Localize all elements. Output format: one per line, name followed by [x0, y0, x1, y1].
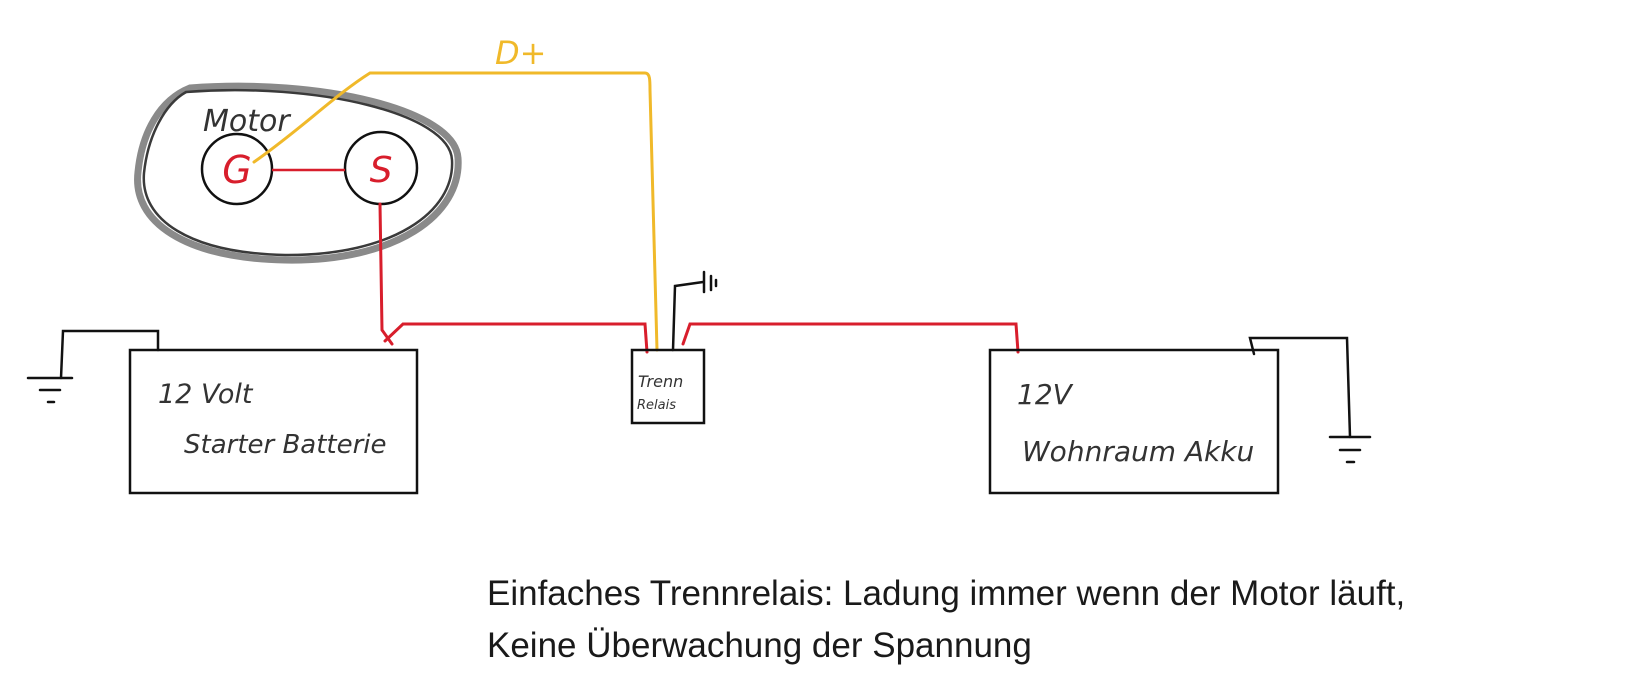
starter-battery	[128, 348, 419, 495]
relay-label-line1: Trenn	[638, 372, 683, 391]
generator-label: G	[222, 148, 251, 192]
house-battery-voltage: 12V	[1017, 378, 1074, 411]
motor-label: Motor	[203, 104, 291, 139]
d-plus-wire	[252, 71, 659, 352]
trenn-relais	[630, 348, 706, 425]
d-plus-label: D+	[495, 34, 546, 72]
starter-battery-ground	[26, 329, 160, 404]
starter-label: S	[370, 150, 393, 191]
caption-line-1: Einfaches Trennrelais: Ladung immer wenn…	[487, 574, 1406, 613]
house-battery-name: Wohnraum Akku	[1022, 435, 1254, 468]
house-battery-ground	[1248, 336, 1372, 464]
motor-outline	[134, 82, 462, 264]
positive-wires	[378, 202, 1020, 354]
diagram-caption: Einfaches Trennrelais: Ladung immer wenn…	[487, 568, 1405, 672]
caption-line-2: Keine Überwachung der Spannung	[487, 626, 1032, 665]
relay-ground	[671, 270, 718, 352]
house-battery	[988, 348, 1280, 495]
relay-label-line2: Relais	[637, 398, 676, 413]
starter-battery-voltage: 12 Volt	[158, 379, 254, 410]
starter-battery-name: Starter Batterie	[184, 430, 387, 460]
